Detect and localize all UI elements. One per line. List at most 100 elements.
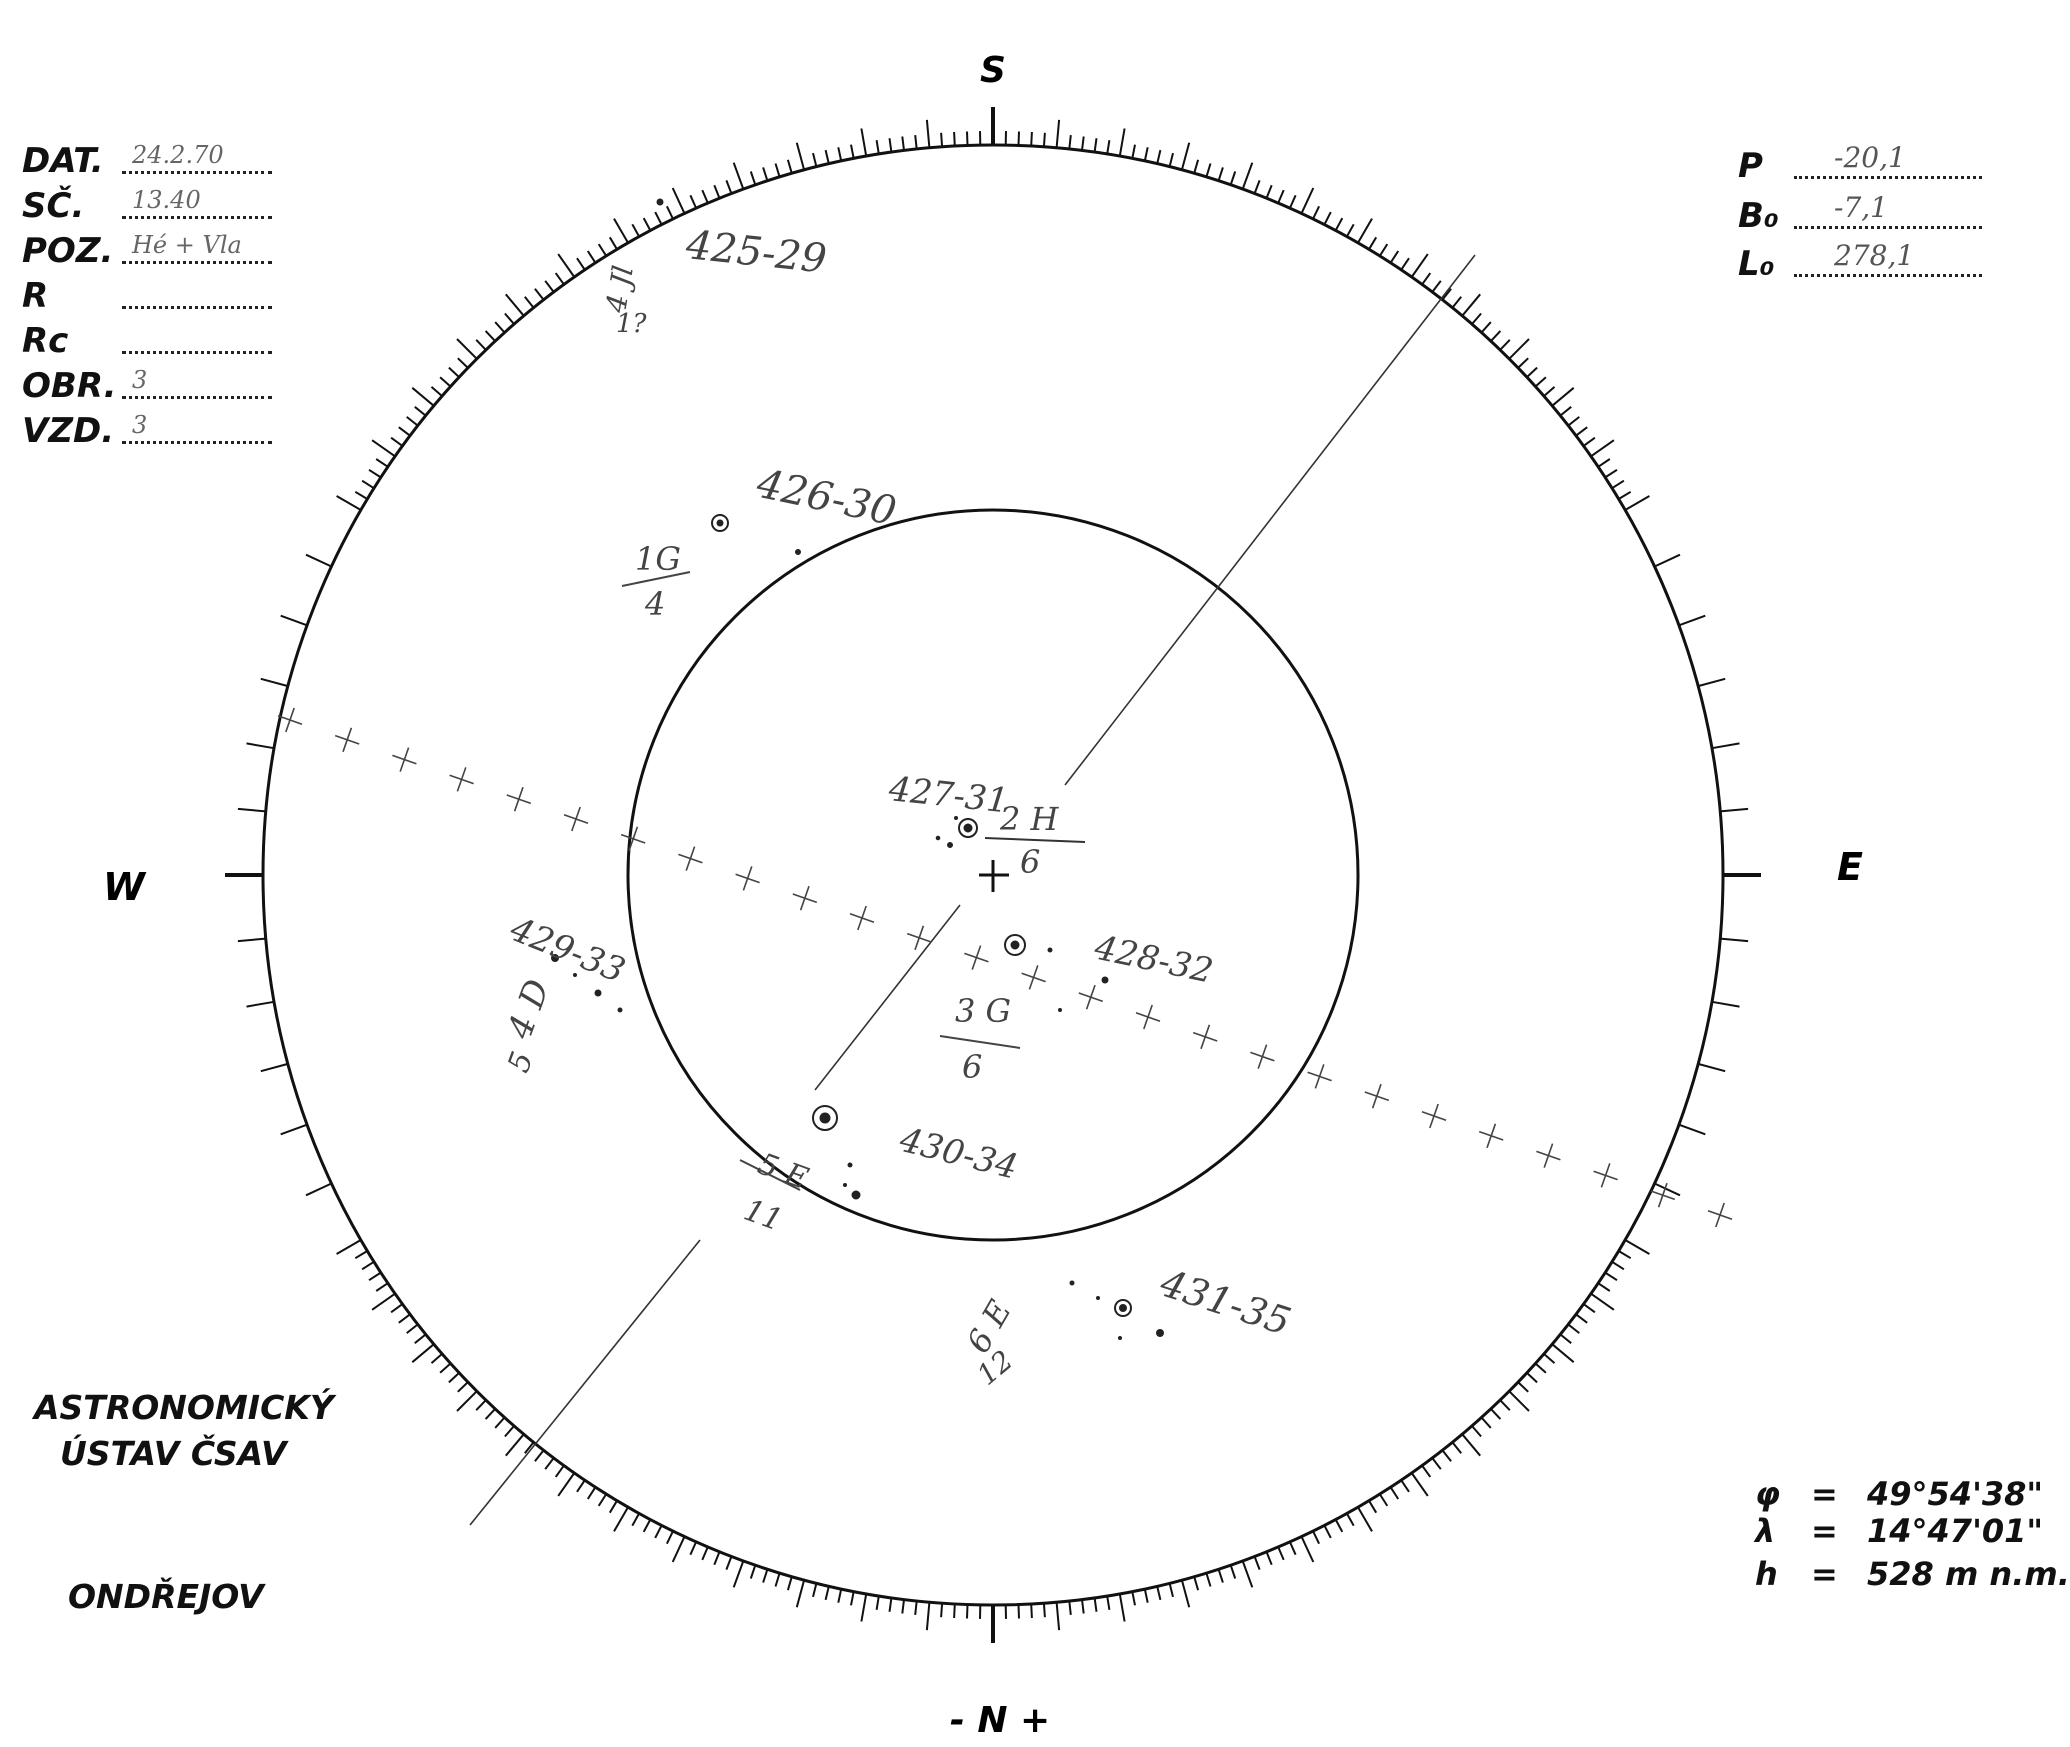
outer-reference-circle — [261, 143, 1725, 1607]
limb-tick — [1597, 1282, 1611, 1292]
limb-tick — [411, 387, 435, 407]
limb-tick — [361, 479, 375, 490]
limb-tick — [1389, 250, 1400, 264]
compass-east-label: E — [1837, 845, 1863, 889]
orientation-param-label: B₀ — [1738, 196, 1779, 236]
limb-tick — [1697, 1062, 1726, 1073]
limb-tick — [375, 1282, 389, 1292]
track-cross-stroke — [1600, 1163, 1611, 1188]
header-field-row: Rc — [22, 314, 272, 358]
limb-tick — [439, 1362, 452, 1374]
limb-tick — [390, 436, 403, 447]
limb-tick — [1678, 1123, 1706, 1136]
limb-tick — [1559, 406, 1572, 417]
header-field-dotted-line: 3 — [122, 411, 272, 444]
limb-tick — [1611, 479, 1625, 490]
limb-tick — [1253, 180, 1261, 194]
limb-tick — [1030, 1603, 1033, 1619]
limb-tick — [371, 439, 396, 458]
limb-tick — [642, 217, 652, 231]
limb-tick — [860, 1593, 868, 1622]
limb-tick — [1093, 1597, 1098, 1612]
coordinate-row: λ=14°47'01" — [1755, 1512, 2043, 1550]
track-cross-stroke — [399, 747, 410, 772]
solar-disk-drawing: S - N + W E — [103, 50, 1863, 1741]
limb-tick — [1720, 807, 1749, 813]
limb-tick — [837, 147, 843, 162]
limb-tick — [544, 280, 555, 293]
limb-tick — [456, 338, 478, 360]
limb-tick — [654, 211, 663, 226]
limb-tick — [505, 1433, 525, 1457]
limb-tick — [1288, 194, 1297, 209]
limb-tick — [642, 1519, 652, 1533]
sunspot-markers — [551, 198, 1164, 1340]
limb-tick — [966, 131, 969, 146]
limb-tick — [576, 1479, 586, 1493]
track-cross-stroke — [456, 767, 467, 792]
limb-tick — [1030, 131, 1033, 147]
limb-tick — [414, 1333, 427, 1344]
track-cross-stroke — [1314, 1064, 1325, 1089]
limb-tick — [1241, 162, 1254, 190]
coordinate-value: 528 m n.m. — [1867, 1555, 2070, 1593]
group-count-430: 11 — [739, 1193, 787, 1239]
limb-tick — [494, 321, 506, 334]
header-field-row: VZD.3 — [22, 404, 272, 448]
limb-tick — [1604, 1271, 1618, 1282]
orientation-param-row: P-20,1 — [1738, 139, 1982, 183]
header-field-row: POZ.Hé + Vla — [22, 224, 272, 268]
limb-tick — [1624, 495, 1650, 511]
track-cross-stroke — [1028, 965, 1039, 990]
orientation-param-dotted-line: -20,1 — [1794, 141, 1982, 179]
limb-tick — [414, 406, 427, 417]
limb-tick — [1378, 243, 1389, 257]
limb-tick — [1346, 223, 1355, 237]
orientation-param-value: 278,1 — [1834, 239, 1915, 272]
limb-tick — [554, 1465, 565, 1478]
limb-tick — [925, 119, 931, 148]
limb-tick — [504, 312, 515, 325]
coordinate-symbol: λ — [1755, 1512, 1776, 1550]
limb-tick — [390, 1303, 403, 1314]
limb-tick — [1323, 1524, 1332, 1539]
header-field-label: POZ. — [22, 231, 114, 271]
limb-tick — [1583, 436, 1596, 447]
limb-tick — [354, 490, 368, 500]
limb-tick — [1534, 1362, 1547, 1374]
limb-tick — [1131, 1591, 1136, 1606]
coordinate-eq: = — [1811, 1475, 1838, 1513]
limb-tick — [1143, 147, 1149, 162]
header-field-dotted-line: Hé + Vla — [122, 231, 272, 264]
limb-tick — [457, 1381, 469, 1393]
limb-tick — [1551, 387, 1575, 407]
limb-tick — [1265, 1551, 1273, 1566]
track-cross-stroke — [1429, 1103, 1439, 1129]
limb-tick — [597, 1493, 608, 1507]
limb-tick — [1410, 253, 1429, 278]
limb-tick — [1229, 171, 1237, 186]
limb-tick — [1583, 1303, 1596, 1314]
limb-tick — [576, 257, 586, 271]
limb-tick — [1720, 937, 1749, 943]
limb-tick — [774, 163, 781, 178]
limb-tick — [786, 159, 793, 174]
track-cross-stroke — [857, 905, 867, 931]
limb-tick — [1253, 1556, 1261, 1570]
limb-tick — [1156, 149, 1162, 164]
limb-tick — [1106, 140, 1111, 155]
limb-tick — [375, 458, 389, 468]
observatory-place: ONDŘEJOV — [68, 1577, 264, 1616]
limb-tick — [914, 134, 918, 150]
limb-tick — [1346, 1513, 1355, 1527]
limb-tick — [597, 243, 608, 257]
sunspot-427 — [958, 818, 978, 838]
coordinate-value: 49°54'38" — [1867, 1475, 2044, 1513]
header-field-dotted-line: 3 — [122, 366, 272, 399]
coordinate-symbol: h — [1755, 1555, 1778, 1593]
limb-tick — [725, 1556, 733, 1570]
limb-tick — [1118, 1593, 1126, 1622]
limb-tick — [701, 1546, 709, 1561]
limb-tick — [901, 136, 905, 151]
limb-tick — [1205, 163, 1212, 178]
